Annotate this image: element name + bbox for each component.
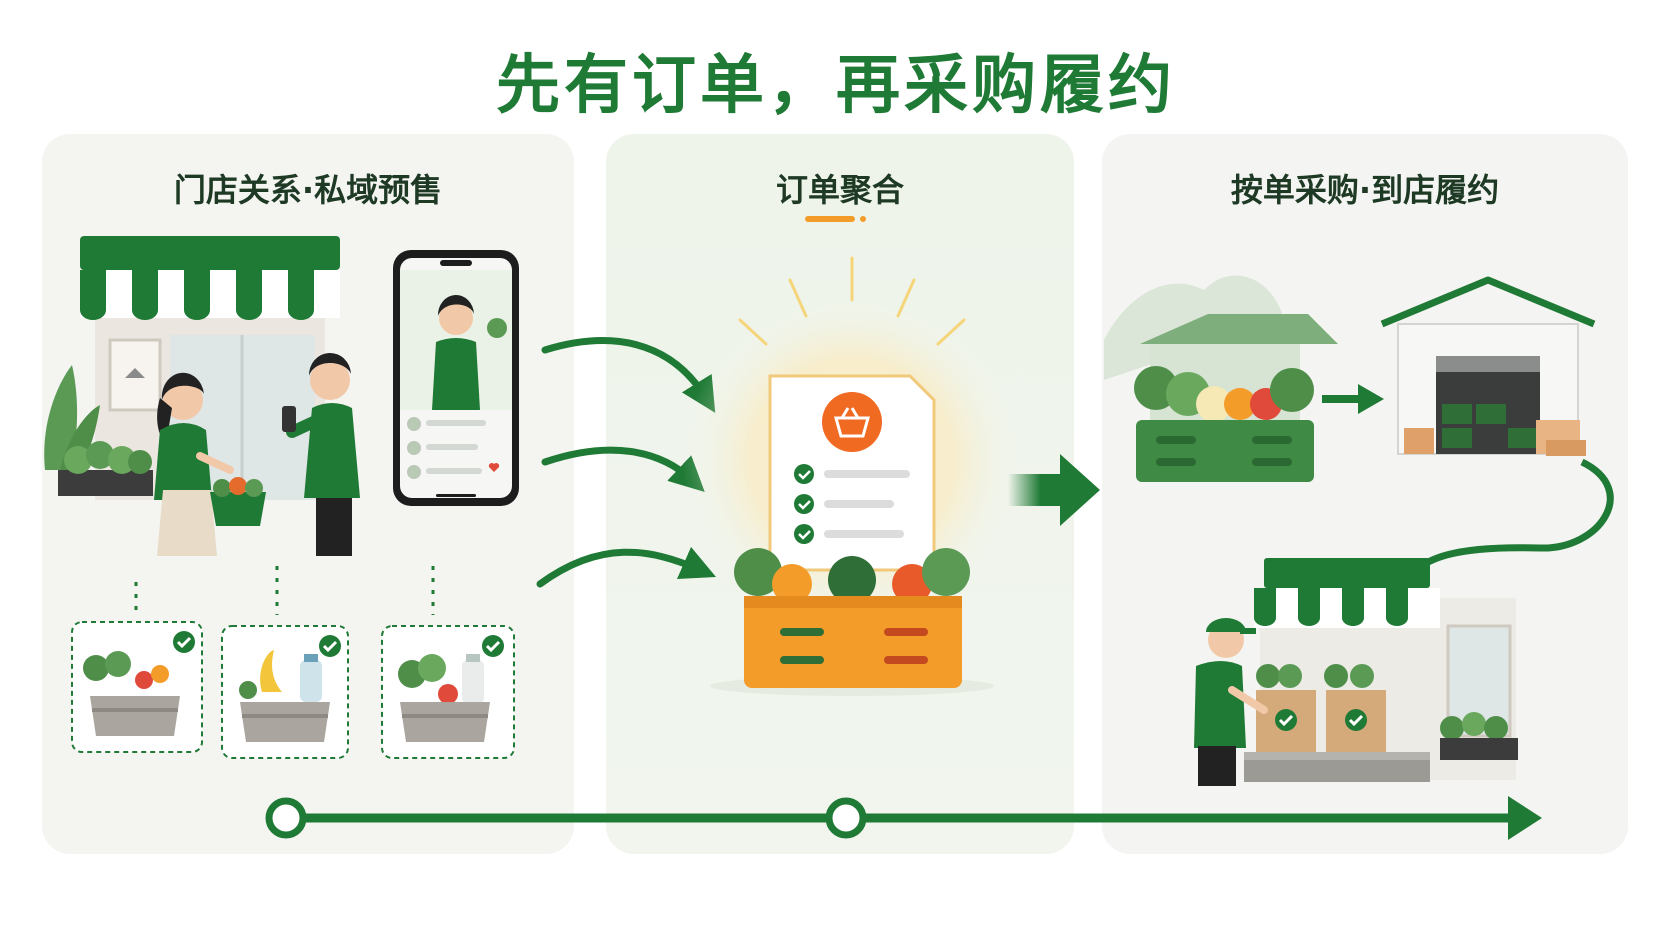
- farm-shed-icon: [1134, 314, 1338, 482]
- timeline-arrow-icon: [1508, 796, 1542, 840]
- shop-owner-figure: [154, 372, 234, 556]
- panel-title-middle: 订单聚合: [775, 171, 904, 209]
- page-title: 先有订单，再采购履约: [496, 49, 1176, 123]
- shopping-basket-icon: [210, 477, 266, 526]
- smartphone-icon: [393, 250, 519, 506]
- panel-title-left: 门店关系·私域预售: [173, 171, 443, 209]
- order-document-icon: [768, 374, 936, 572]
- plant-decor: [44, 365, 153, 496]
- timeline: [265, 796, 1542, 840]
- timeline-node-1: [265, 797, 307, 839]
- flow-arrows: [536, 337, 717, 588]
- order-basket-3: [381, 625, 515, 759]
- small-arrow-icon: [1322, 384, 1384, 414]
- produce-crate-icon: [734, 548, 970, 688]
- panel-title-right: 按单采购·到店履约: [1230, 171, 1500, 209]
- dotted-connectors: [134, 566, 435, 615]
- route-line: [1396, 458, 1614, 597]
- order-basket-1: [71, 621, 203, 753]
- warehouse-icon: [1380, 276, 1596, 456]
- delivery-worker-figure: [1194, 618, 1268, 786]
- customer-figure: [282, 352, 360, 556]
- big-arrow-icon: [1008, 454, 1100, 526]
- timeline-node-2: [825, 797, 867, 839]
- order-basket-2: [221, 625, 349, 759]
- title-underline: [805, 216, 855, 222]
- delivery-store-icon: [1244, 558, 1518, 782]
- title-underline-dot: [860, 216, 866, 222]
- glow-rays: [738, 256, 966, 346]
